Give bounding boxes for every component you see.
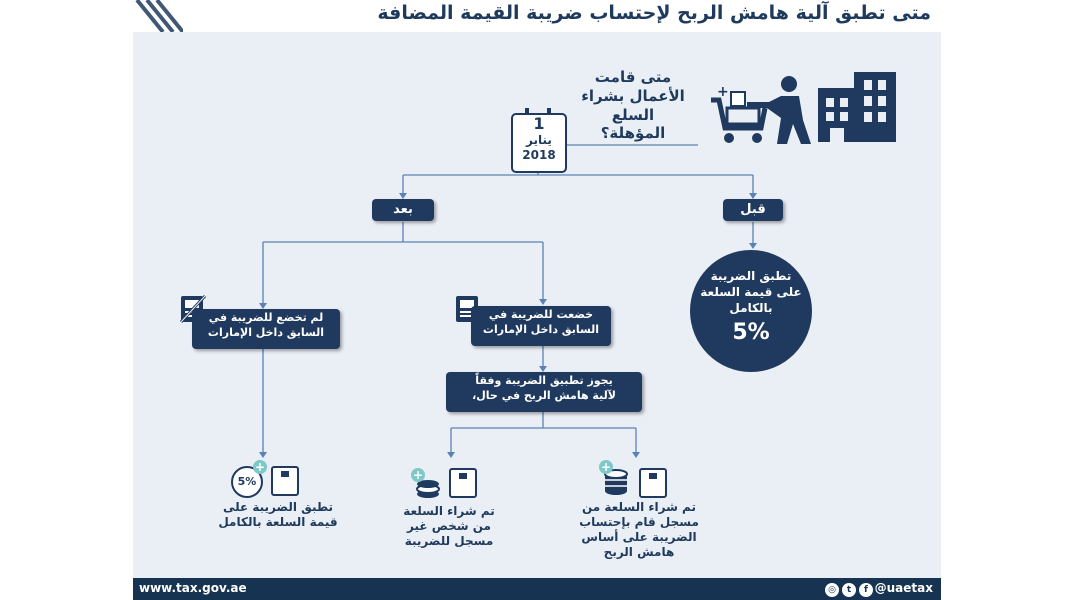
unregistered-icons: + xyxy=(411,466,481,500)
registered-icons: + xyxy=(597,460,667,498)
before-result-line: بالكامل xyxy=(729,301,773,315)
instagram-icon[interactable]: ◎ xyxy=(825,583,839,597)
margin-condition-box: يجوز تطبيق الضريبة وفقاً لآلية هامش الرب… xyxy=(446,372,642,412)
registered-line: هامش الربح xyxy=(603,545,675,559)
before-result-line: على قيمة السلعة xyxy=(700,285,802,299)
before-result-line: تطبق الضريبة xyxy=(710,269,792,283)
after-right-line: السابق داخل الإمارات xyxy=(482,322,600,336)
question-line: الأعمال بشراء xyxy=(581,86,685,105)
after-left-box: لم تخضع للضريبة في السابق داخل الإمارات xyxy=(192,309,340,349)
box-icon xyxy=(449,468,477,498)
header-bar: متى تطبق آلية هامش الربح لإحتساب ضريبة ا… xyxy=(133,0,941,32)
unregistered-text: تم شراء السلعة من شخص غير مسجل للضريبة xyxy=(379,504,519,549)
plus-icon: + xyxy=(411,468,425,482)
calendar-day: 1 xyxy=(533,114,545,133)
after-left-line: لم تخضع للضريبة في xyxy=(208,311,324,324)
building-icon xyxy=(818,72,896,142)
svg-text:+: + xyxy=(717,84,729,100)
box-icon xyxy=(639,468,667,498)
registered-line: مسجل قام بإحتساب xyxy=(579,515,699,529)
after-right-box: خضعت للضريبة في السابق داخل الإمارات xyxy=(471,306,611,346)
full-value-line: قيمة السلعة بالكامل xyxy=(218,515,338,529)
calendar-date: 1 يناير 2018 xyxy=(511,113,567,173)
registered-line: الضريبة على أساس xyxy=(581,530,697,544)
unregistered-line: تم شراء السلعة xyxy=(403,504,495,518)
question-line: السلع xyxy=(611,105,655,124)
social-handle[interactable]: @uaetax xyxy=(874,581,933,595)
plus-icon: + xyxy=(253,460,267,474)
question-line: المؤهلة؟ xyxy=(600,124,666,143)
plus-icon: + xyxy=(599,460,613,474)
twitter-icon[interactable]: t xyxy=(842,583,856,597)
margin-condition-line: يجوز تطبيق الضريبة وفقاً xyxy=(475,374,613,387)
branch-before-label: قبل xyxy=(723,199,783,221)
facebook-icon[interactable]: f xyxy=(859,583,873,597)
before-result-rate: 5% xyxy=(732,320,770,345)
margin-condition-line: لآلية هامش الربح في حال، xyxy=(472,388,616,402)
calendar-icon: 1 يناير 2018 xyxy=(511,108,567,173)
registered-line: تم شراء السلعة من xyxy=(582,500,696,514)
calendar-year: 2018 xyxy=(522,148,556,162)
full-value-icons: 5% + xyxy=(231,460,301,498)
infographic: متى تطبق آلية هامش الربح لإحتساب ضريبة ا… xyxy=(133,0,941,600)
flow-connectors xyxy=(259,144,757,458)
question-text: متى قامت الأعمال بشراء السلع المؤهلة؟ xyxy=(563,68,703,143)
after-right-line: خضعت للضريبة في xyxy=(488,308,594,321)
shopper-cart-icon: + xyxy=(711,76,811,144)
full-value-line: تطبق الضريبة على xyxy=(222,500,334,514)
calendar-ring xyxy=(525,108,529,116)
coins-icon xyxy=(416,480,440,498)
full-value-text: تطبق الضريبة على قيمة السلعة بالكامل xyxy=(193,500,363,530)
question-line: متى قامت xyxy=(594,68,672,86)
unregistered-line: من شخص غير xyxy=(407,519,491,533)
branch-after-label: بعد xyxy=(372,199,434,221)
calendar-ring xyxy=(547,108,551,116)
after-left-line: السابق داخل الإمارات xyxy=(207,325,325,339)
registered-text: تم شراء السلعة من مسجل قام بإحتساب الضري… xyxy=(559,500,719,560)
website-link[interactable]: www.tax.gov.ae xyxy=(139,581,247,595)
before-result-circle: تطبق الضريبة على قيمة السلعة بالكامل 5% xyxy=(690,250,812,372)
unregistered-line: مسجل للضريبة xyxy=(404,534,494,548)
box-icon xyxy=(271,466,299,496)
coins-icon xyxy=(604,469,628,495)
brand-stripes-icon xyxy=(135,0,183,32)
page-title: متى تطبق آلية هامش الربح لإحتساب ضريبة ا… xyxy=(377,2,931,24)
calendar-month: يناير xyxy=(526,133,552,147)
